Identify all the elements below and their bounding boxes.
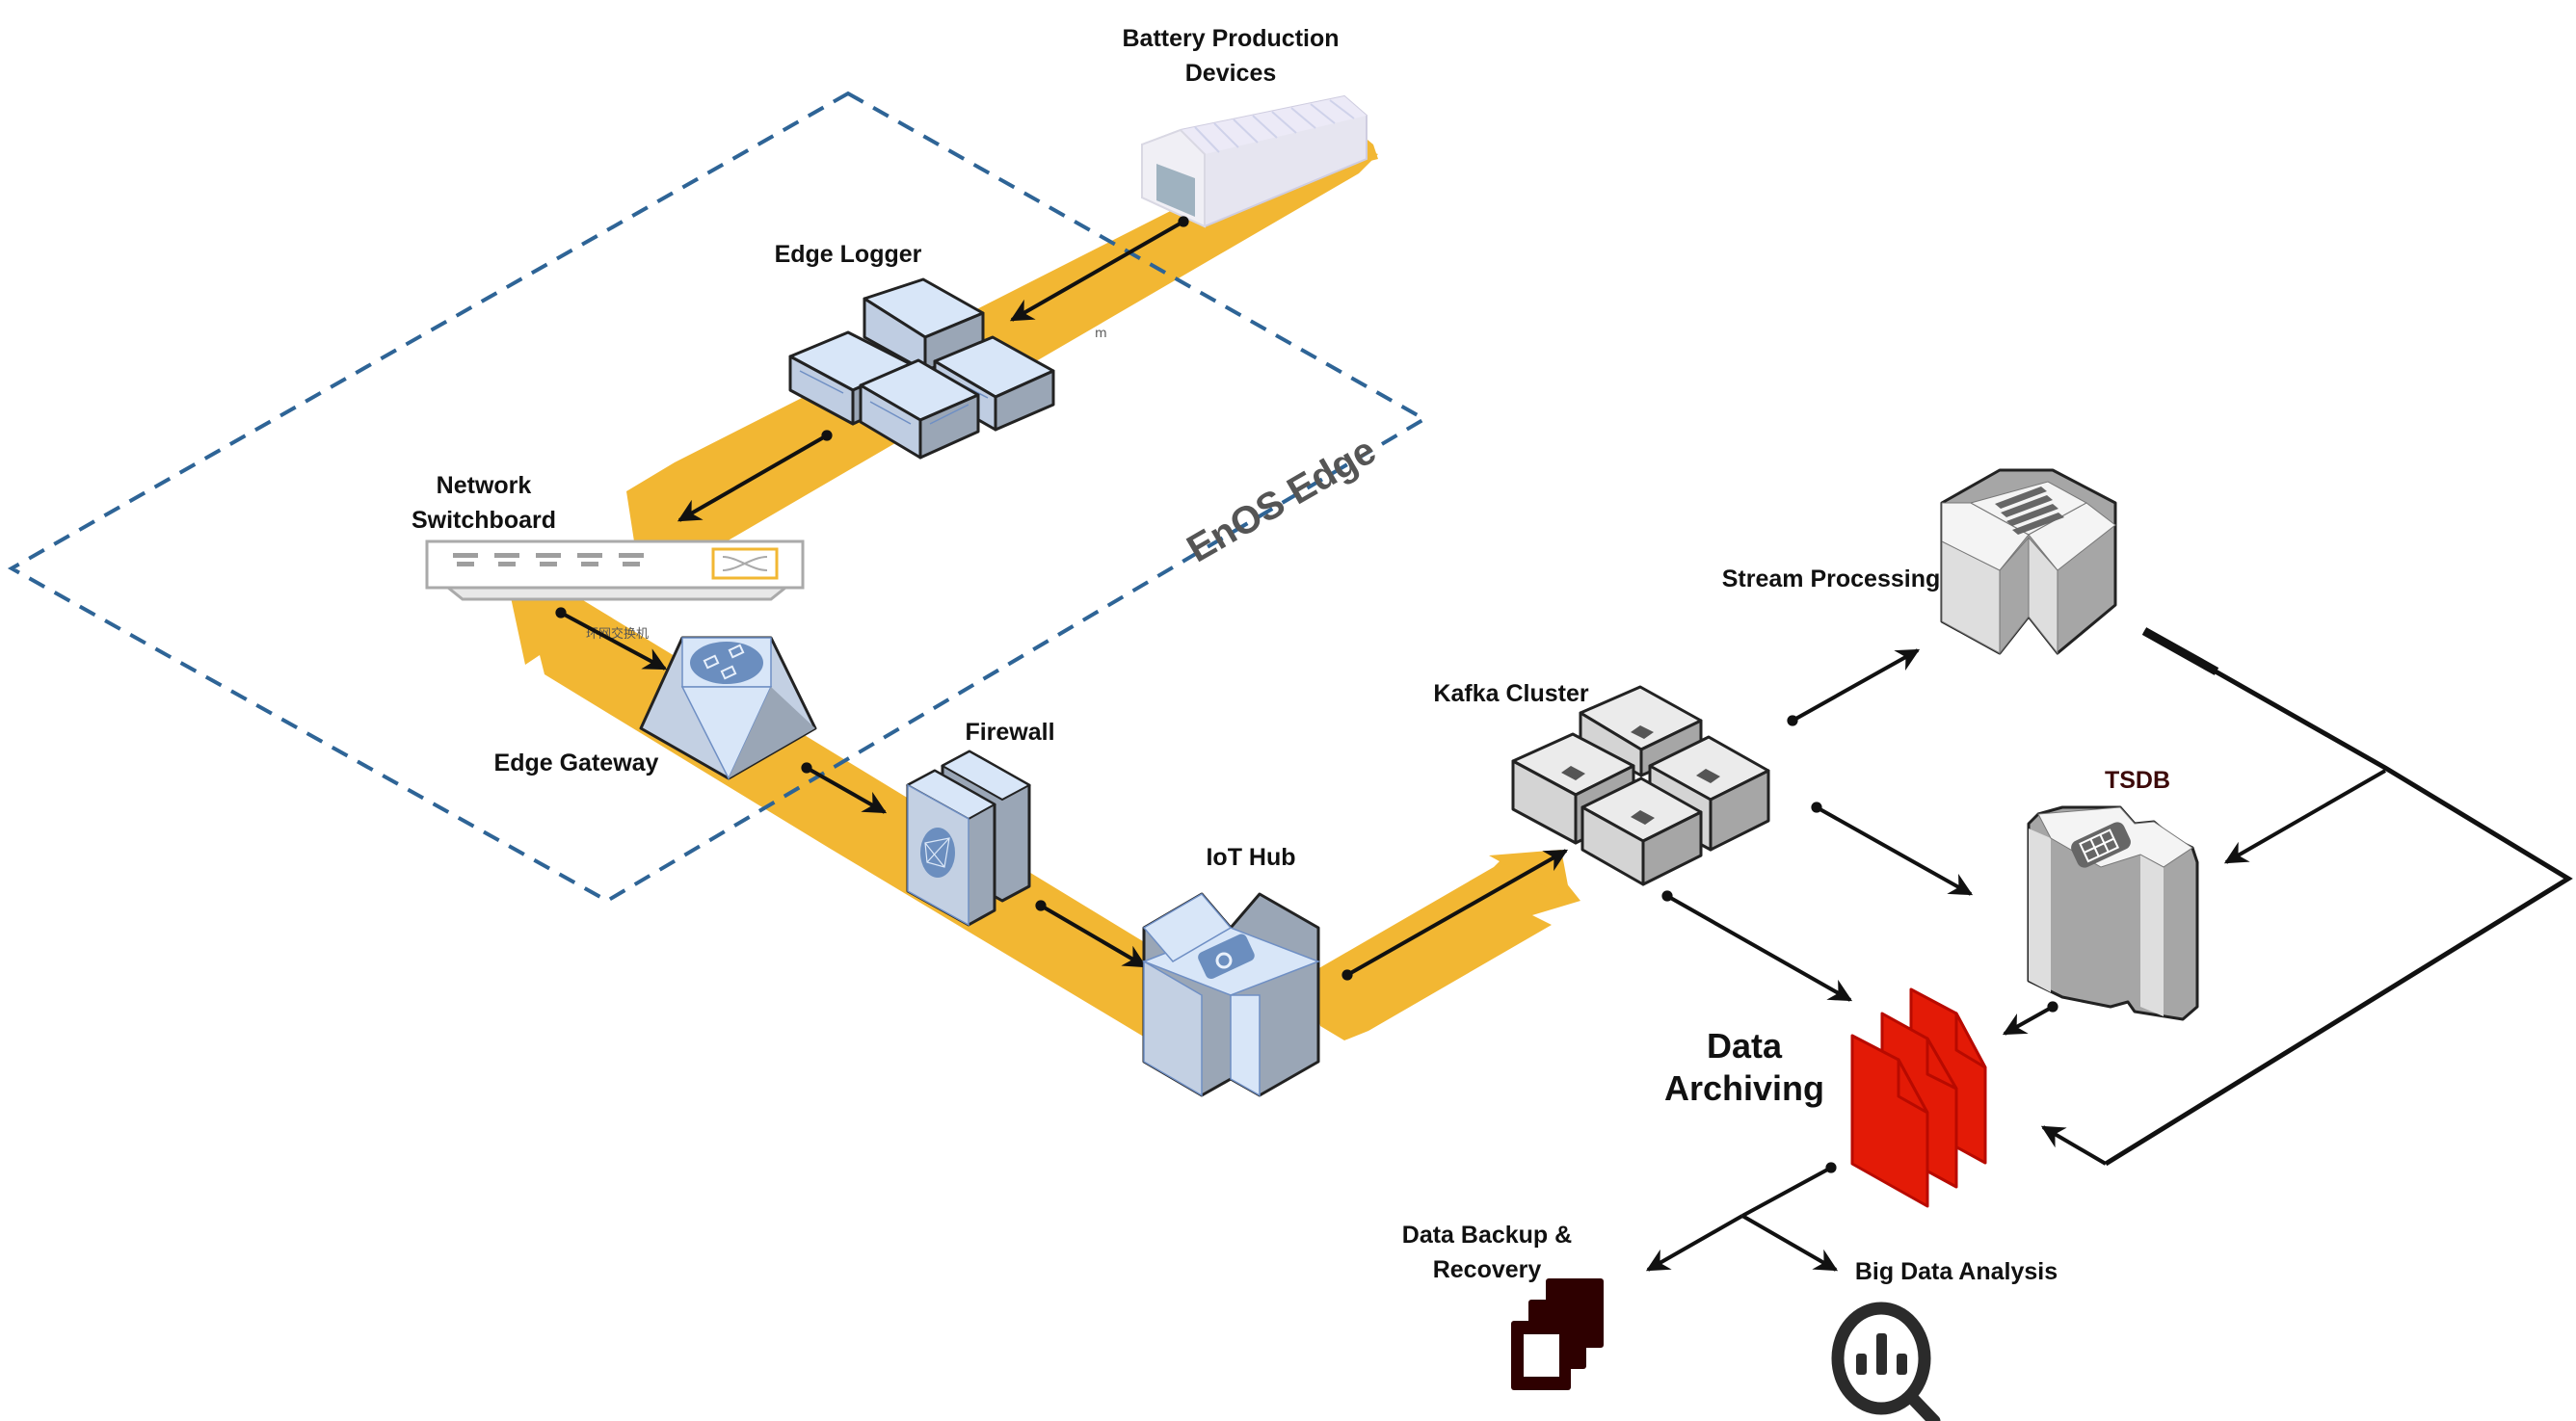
edge-kafka-to-stream [1787,648,1921,726]
edge-archiving-to-analysis [1741,1214,1839,1272]
warehouse-icon [1141,94,1368,228]
edge-stream-to-tsdb [2223,769,2386,864]
battery-devices-label-line1: Battery Production [1122,25,1339,52]
logger-cube [859,358,980,460]
kafka-cluster-icon [1511,685,1770,886]
flow-band-segment [511,597,1214,1050]
edge-archiving-split [1741,1162,1837,1218]
edge-battery-to-logger [1009,216,1189,322]
analytics-search-icon [1831,1302,1941,1421]
data-archiving-label-line2: Archiving [1664,1068,1824,1108]
enos-edge-zone-label: EnOS Edge [1181,429,1384,570]
edge-kafka-to-archiving [1661,890,1853,1002]
big-data-analysis-label: Big Data Analysis [1855,1258,2058,1285]
firewall-label: Firewall [965,719,1054,746]
edge-gateway-to-firewall [801,762,888,814]
stream-grid [1995,487,2064,535]
edge-stream-feedback [2104,628,2573,1167]
edge-switchboard-to-gateway [555,607,668,671]
switch-ports [453,553,644,566]
iot-hub-icon [1141,892,1321,1097]
enos-edge-zone-border [7,91,1428,904]
edge-stream-to-archiving [2040,1125,2108,1166]
documents-icon [1850,987,1987,1208]
edge-archiving-to-backup [1645,1214,1743,1272]
server-cluster-icon [788,277,1055,460]
kafka-node [1580,776,1703,886]
edge-iothub-to-kafka [1341,849,1569,981]
iot-hub-label: IoT Hub [1206,844,1295,871]
network-switch-icon [425,539,805,601]
switchboard-label-line1: Network [437,472,532,499]
backup-label-line2: Recovery [1433,1256,1542,1283]
gateway-icon [639,636,817,780]
edge-kafka-to-tsdb [1811,802,1974,896]
database-icon [2027,805,2199,1021]
edge-gateway-label: Edge Gateway [494,750,659,776]
edge-tsdb-to-archiving [2002,1001,2058,1036]
stray-mark: m [1095,327,1107,341]
switchboard-label-line2: Switchboard [412,507,556,534]
backup-icon [1511,1278,1604,1390]
tsdb-label: TSDB [2105,767,2170,794]
edge-logger-label: Edge Logger [775,241,922,268]
edge-stream-thick-segment [2141,627,2219,675]
backup-label-line1: Data Backup & [1402,1222,1572,1249]
battery-devices-label-line2: Devices [1185,60,1277,87]
kafka-cluster-label: Kafka Cluster [1433,680,1588,707]
edge-logger-to-switchboard [677,430,833,522]
firewall-icon [905,750,1032,927]
stream-processing-icon [1940,468,2117,655]
edge-firewall-to-iothub [1035,900,1148,968]
stream-processing-label: Stream Processing [1722,566,1941,592]
data-archiving-label-line1: Data [1707,1026,1783,1066]
switchboard-sublabel: 环网交换机 [586,626,649,642]
